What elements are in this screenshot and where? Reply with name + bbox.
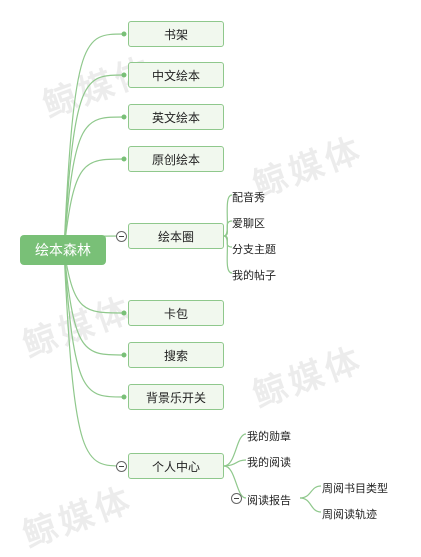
leaf-reading-report[interactable]: 阅读报告 [247,494,291,507]
connector-line [63,158,125,251]
connector-line [223,459,247,467]
node-picturebook-circle[interactable]: 绘本圈 [128,223,224,249]
node-bookshelf[interactable]: 书架 [128,21,224,47]
mindmap-connectors [63,31,322,513]
collapse-toggle-icon[interactable] [116,231,127,242]
node-bgm-toggle[interactable]: 背景乐开关 [128,384,224,410]
connector-line [63,249,125,356]
connector-line [223,433,247,467]
connector-line [63,74,125,251]
node-english-picturebooks[interactable]: 英文绘本 [128,104,224,130]
leaf-my-medals[interactable]: 我的勋章 [247,430,291,443]
connector-line [223,235,233,274]
connector-line [63,249,125,398]
connector-line [223,235,233,248]
root-node[interactable]: 绘本森林 [20,235,106,265]
connector-dot [121,72,127,78]
connector-line [63,33,125,251]
node-original-picturebooks[interactable]: 原创绘本 [128,146,224,172]
connector-dot [121,156,127,162]
connector-dot [121,352,127,358]
connector-line [299,485,322,499]
collapse-toggle-icon[interactable] [231,493,242,504]
connector-line [223,465,247,499]
leaf-weekly-book-types[interactable]: 周阅书目类型 [322,482,388,495]
leaf-weekly-reading-track[interactable]: 周阅读轨迹 [322,508,377,521]
connector-line [223,194,233,237]
node-personal-center[interactable]: 个人中心 [128,453,224,479]
connector-line [63,116,125,251]
connector-dot [121,31,127,37]
connector-line [299,497,322,513]
leaf-chat-zone[interactable]: 爱聊区 [232,217,265,230]
connector-dot [121,394,127,400]
connector-line [223,220,233,237]
leaf-my-posts[interactable]: 我的帖子 [232,269,276,282]
connector-line [63,249,125,314]
connector-dot [121,114,127,120]
node-chinese-picturebooks[interactable]: 中文绘本 [128,62,224,88]
leaf-my-reading[interactable]: 我的阅读 [247,456,291,469]
connector-line [63,249,125,467]
node-card-wallet[interactable]: 卡包 [128,300,224,326]
connector-dot [121,310,127,316]
node-search[interactable]: 搜索 [128,342,224,368]
leaf-dubbing-show[interactable]: 配音秀 [232,191,265,204]
collapse-toggle-icon[interactable] [116,461,127,472]
leaf-branch-topic[interactable]: 分支主题 [232,243,276,256]
